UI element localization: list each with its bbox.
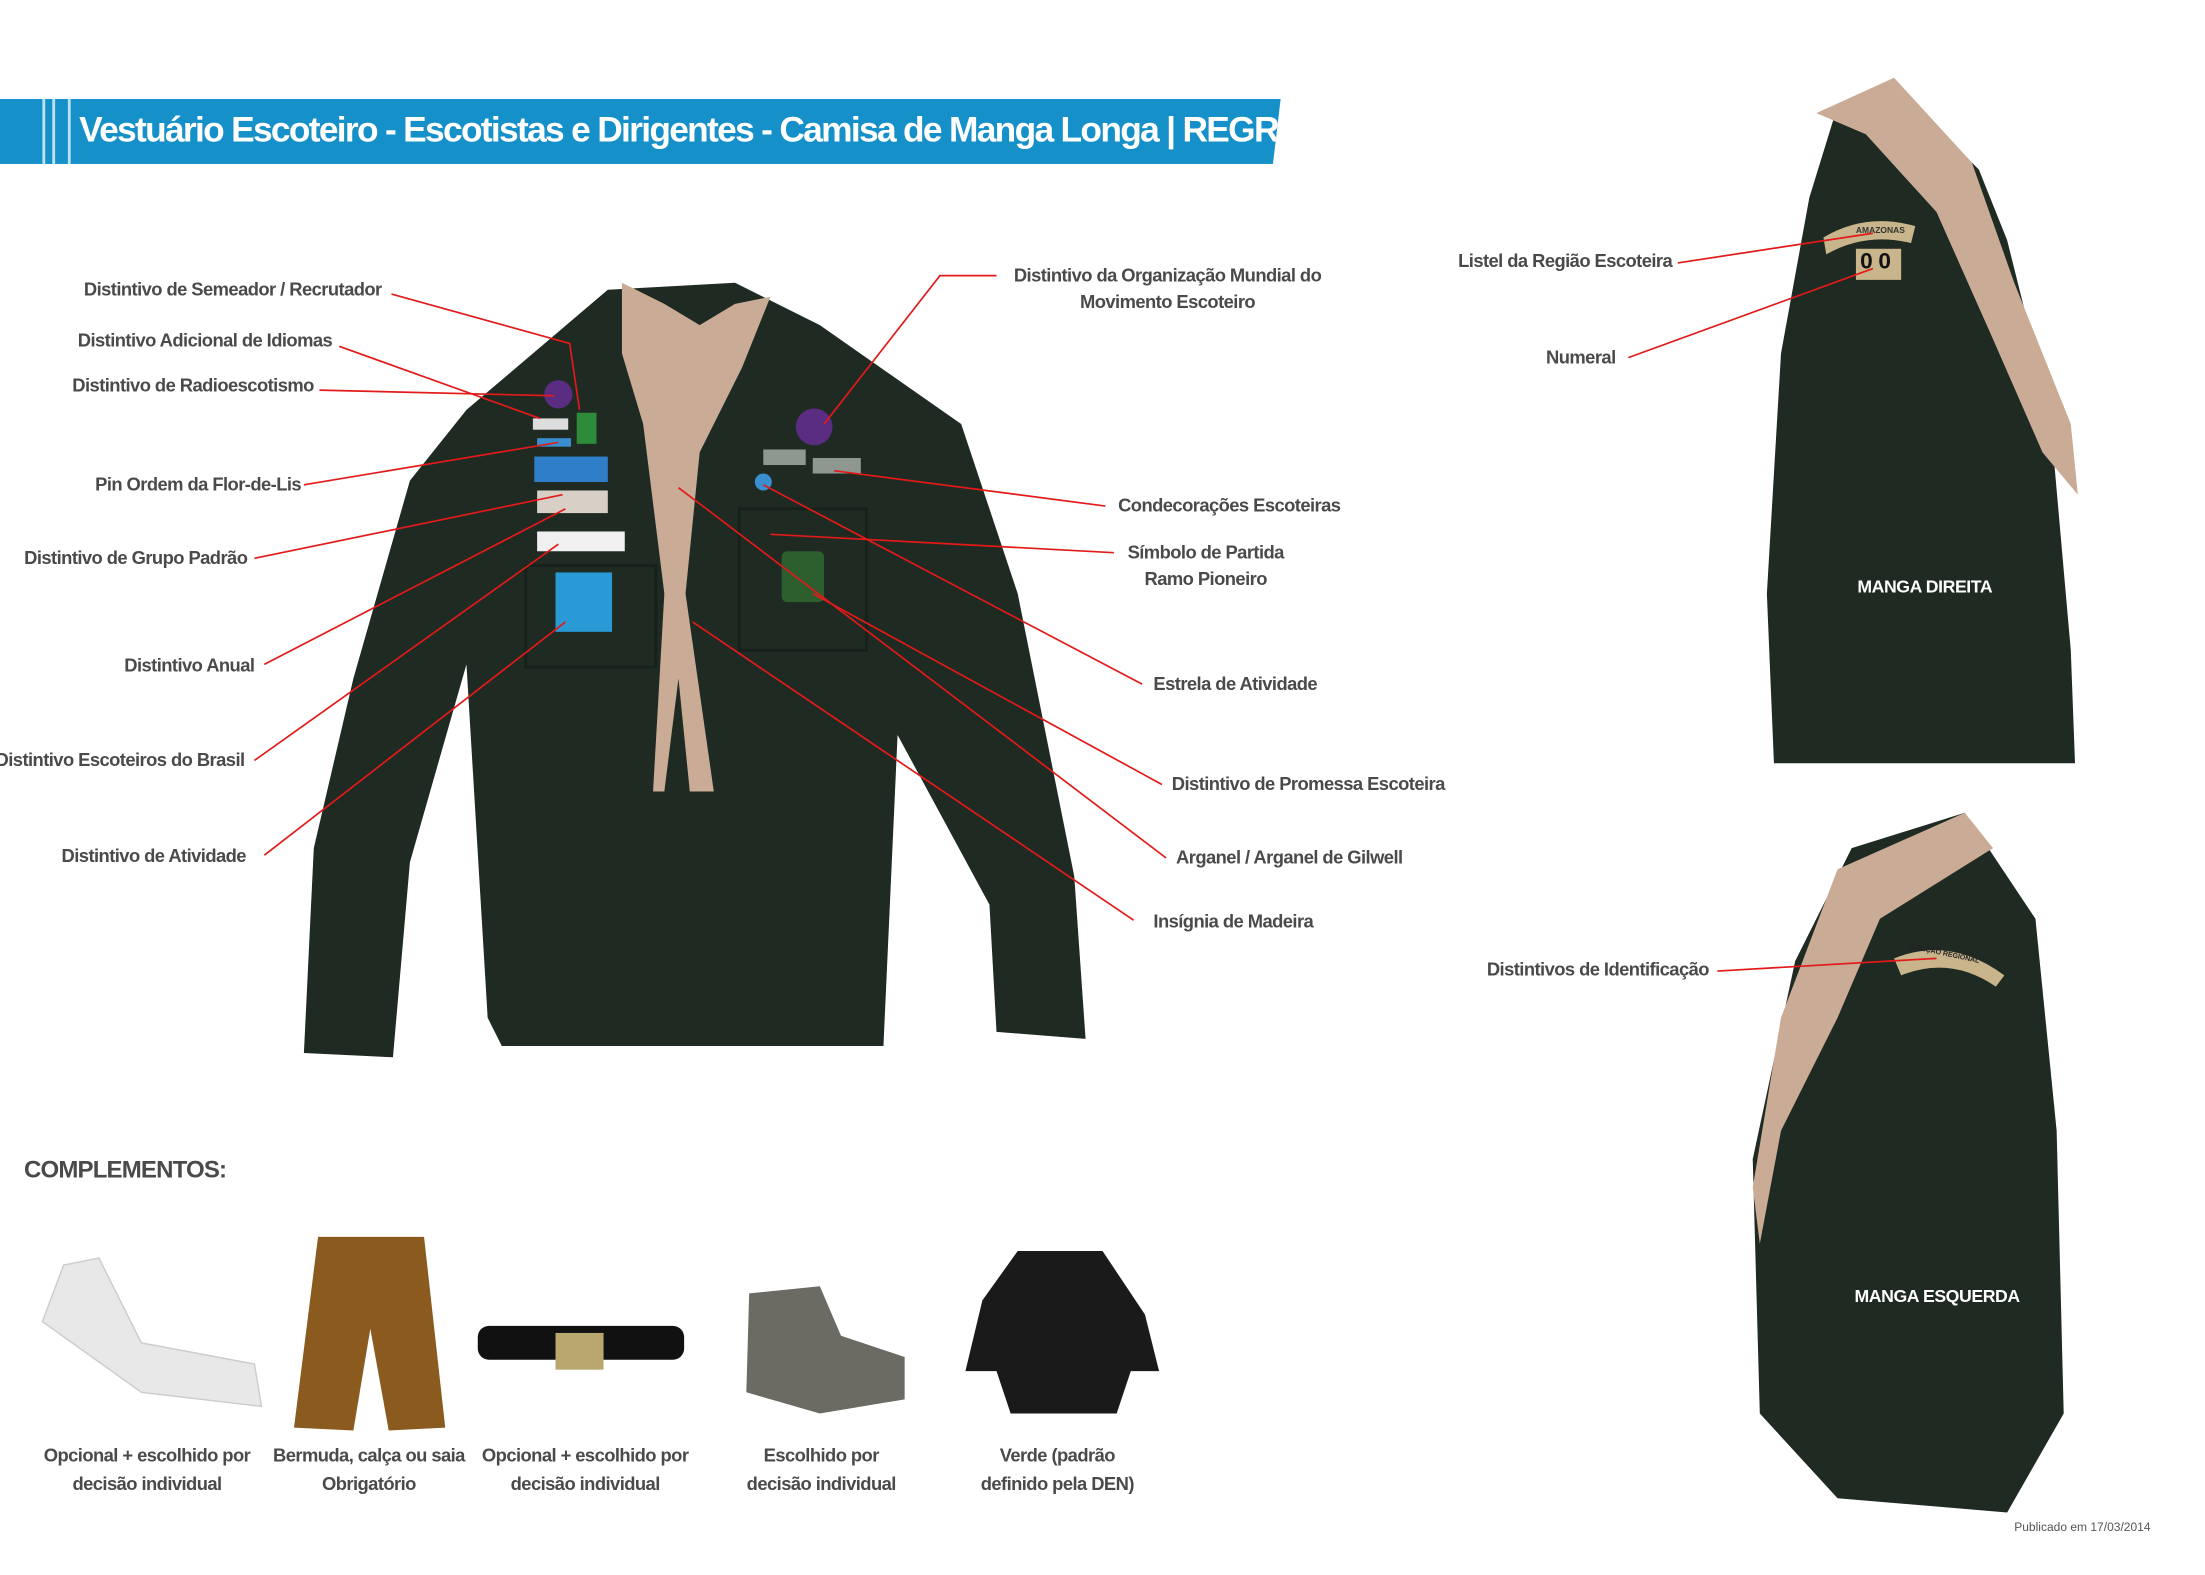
label-insignia-madeira: Insígnia de Madeira — [1153, 910, 1314, 932]
caption-boots: Escolhido por decisão individual — [701, 1442, 941, 1499]
label-promessa: Distintivo de Promessa Escoteira — [1171, 773, 1446, 795]
published-date: Publicado em 17/03/2014 — [2014, 1519, 2151, 1534]
label-simbolo-line2: Ramo Pioneiro — [1144, 568, 1268, 590]
right-sleeve-shirt: AMAZONAS — [1766, 77, 2078, 764]
label-grupo-padrao: Distintivo de Grupo Padrão — [24, 547, 248, 569]
label-anual: Distintivo Anual — [124, 654, 255, 676]
label-listel: Listel da Região Escoteira — [1458, 250, 1673, 272]
numeral-patch: 00 — [1860, 250, 1897, 275]
label-numeral: Numeral — [1546, 346, 1616, 368]
label-atividade: Distintivo de Atividade — [61, 845, 247, 867]
main-shirt — [303, 282, 1086, 1058]
label-identificacao: Distintivos de Identificação — [1486, 958, 1710, 980]
boots-icon — [746, 1286, 905, 1414]
label-condecoracoes: Condecorações Escoteiras — [1118, 494, 1341, 516]
caption-line1: Bermuda, calça ou saia — [273, 1444, 465, 1466]
left-sleeve-shirt — [1752, 812, 2064, 1513]
label-wosm-line1: Distintivo da Organização Mundial do — [1013, 264, 1322, 286]
left-sleeve-label: MANGA ESQUERDA — [1854, 1286, 2021, 1307]
label-wosm: Distintivo da Organização Mundial do Mov… — [1006, 261, 1328, 315]
caption-line1: Opcional + escolhido por — [43, 1444, 251, 1466]
region-tab-text: AMAZONAS — [1856, 225, 1905, 235]
label-pin-flor-de-lis: Pin Ordem da Flor-de-Lis — [95, 473, 302, 495]
caption-line2: Obrigatório — [321, 1472, 416, 1495]
title-banner: Vestuário Escoteiro - Escotistas e Dirig… — [0, 98, 1281, 164]
socks-icon — [41, 1257, 263, 1408]
jacket-icon — [965, 1250, 1160, 1414]
shorts-icon — [294, 1236, 446, 1431]
right-sleeve-label: MANGA DIREITA — [1857, 576, 1993, 597]
caption-shorts: Bermuda, calça ou saia Obrigatório — [249, 1442, 489, 1499]
caption-line1: Verde (padrão — [999, 1444, 1116, 1466]
label-simbolo-partida: Símbolo de Partida Ramo Pioneiro — [1117, 539, 1295, 593]
label-idiomas: Distintivo Adicional de Idiomas — [77, 329, 333, 351]
label-radioescotismo: Distintivo de Radioescotismo — [72, 374, 314, 396]
caption-line2: decisão individual — [510, 1472, 661, 1495]
label-simbolo-line1: Símbolo de Partida — [1127, 541, 1285, 563]
page-title: Vestuário Escoteiro - Escotistas e Dirig… — [79, 110, 1363, 150]
complements-heading: COMPLEMENTOS: — [24, 1156, 227, 1184]
caption-line2: definido pela DEN) — [980, 1472, 1135, 1495]
caption-line1: Escolhido por — [763, 1444, 880, 1466]
belt-icon — [477, 1325, 685, 1370]
caption-socks: Opcional + escolhido por decisão individ… — [27, 1442, 267, 1499]
leader-lines — [253, 232, 1937, 972]
label-escoteiros-brasil: Distintivo Escoteiros do Brasil — [0, 749, 245, 771]
label-wosm-line2: Movimento Escoteiro — [1080, 291, 1256, 313]
caption-line1: Opcional + escolhido por — [481, 1444, 689, 1466]
caption-line2: decisão individual — [72, 1472, 222, 1495]
label-estrela: Estrela de Atividade — [1153, 672, 1318, 695]
caption-belt: Opcional + escolhido por decisão individ… — [465, 1442, 705, 1499]
caption-line2: decisão individual — [746, 1472, 897, 1495]
caption-jacket: Verde (padrão definido pela DEN) — [937, 1442, 1177, 1499]
label-semeador: Distintivo de Semeador / Recrutador — [83, 278, 382, 300]
banner-stripes — [42, 98, 71, 164]
label-arganel: Arganel / Arganel de Gilwell — [1176, 846, 1403, 868]
